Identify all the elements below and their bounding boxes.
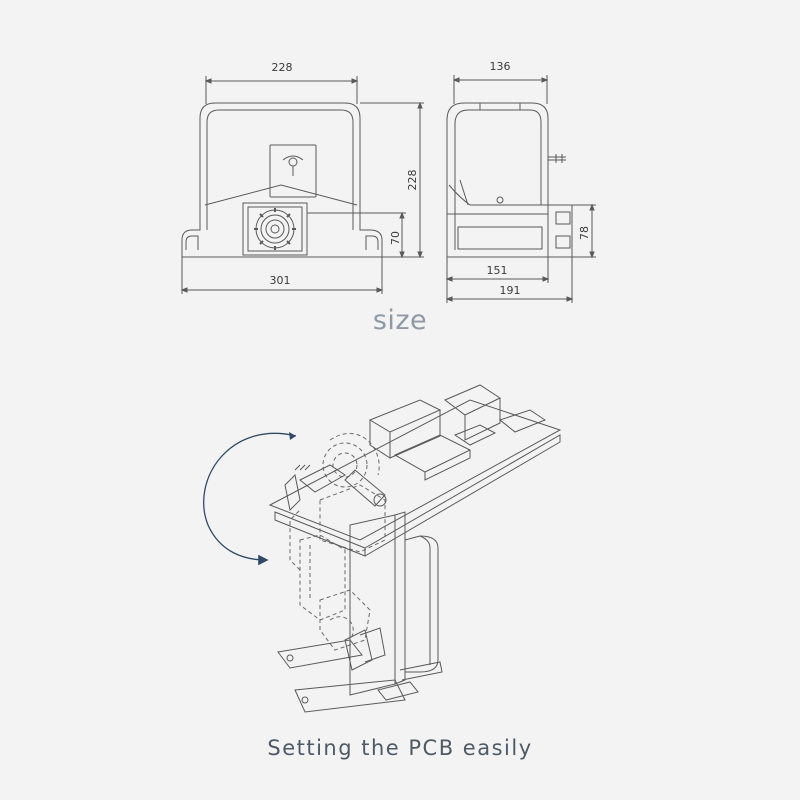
- side-total-width-label: 191: [500, 284, 521, 297]
- side-bracket-height-label: 78: [578, 226, 591, 240]
- pcb-caption: Setting the PCB easily: [267, 736, 533, 760]
- rotation-arrow: [203, 432, 297, 566]
- front-base-width-label: 301: [270, 274, 291, 287]
- side-base-width-label: 151: [487, 264, 508, 277]
- pcb-assembly: [268, 384, 562, 713]
- front-width-top-label: 228: [272, 61, 293, 74]
- size-caption: size: [372, 305, 428, 336]
- rotation-arrow-head-top: [289, 432, 296, 440]
- front-gear-height-label: 70: [389, 231, 402, 245]
- front-height-label: 228: [406, 170, 419, 191]
- side-view: [445, 75, 596, 303]
- front-view: [180, 76, 424, 294]
- side-width-top-label: 136: [490, 60, 511, 73]
